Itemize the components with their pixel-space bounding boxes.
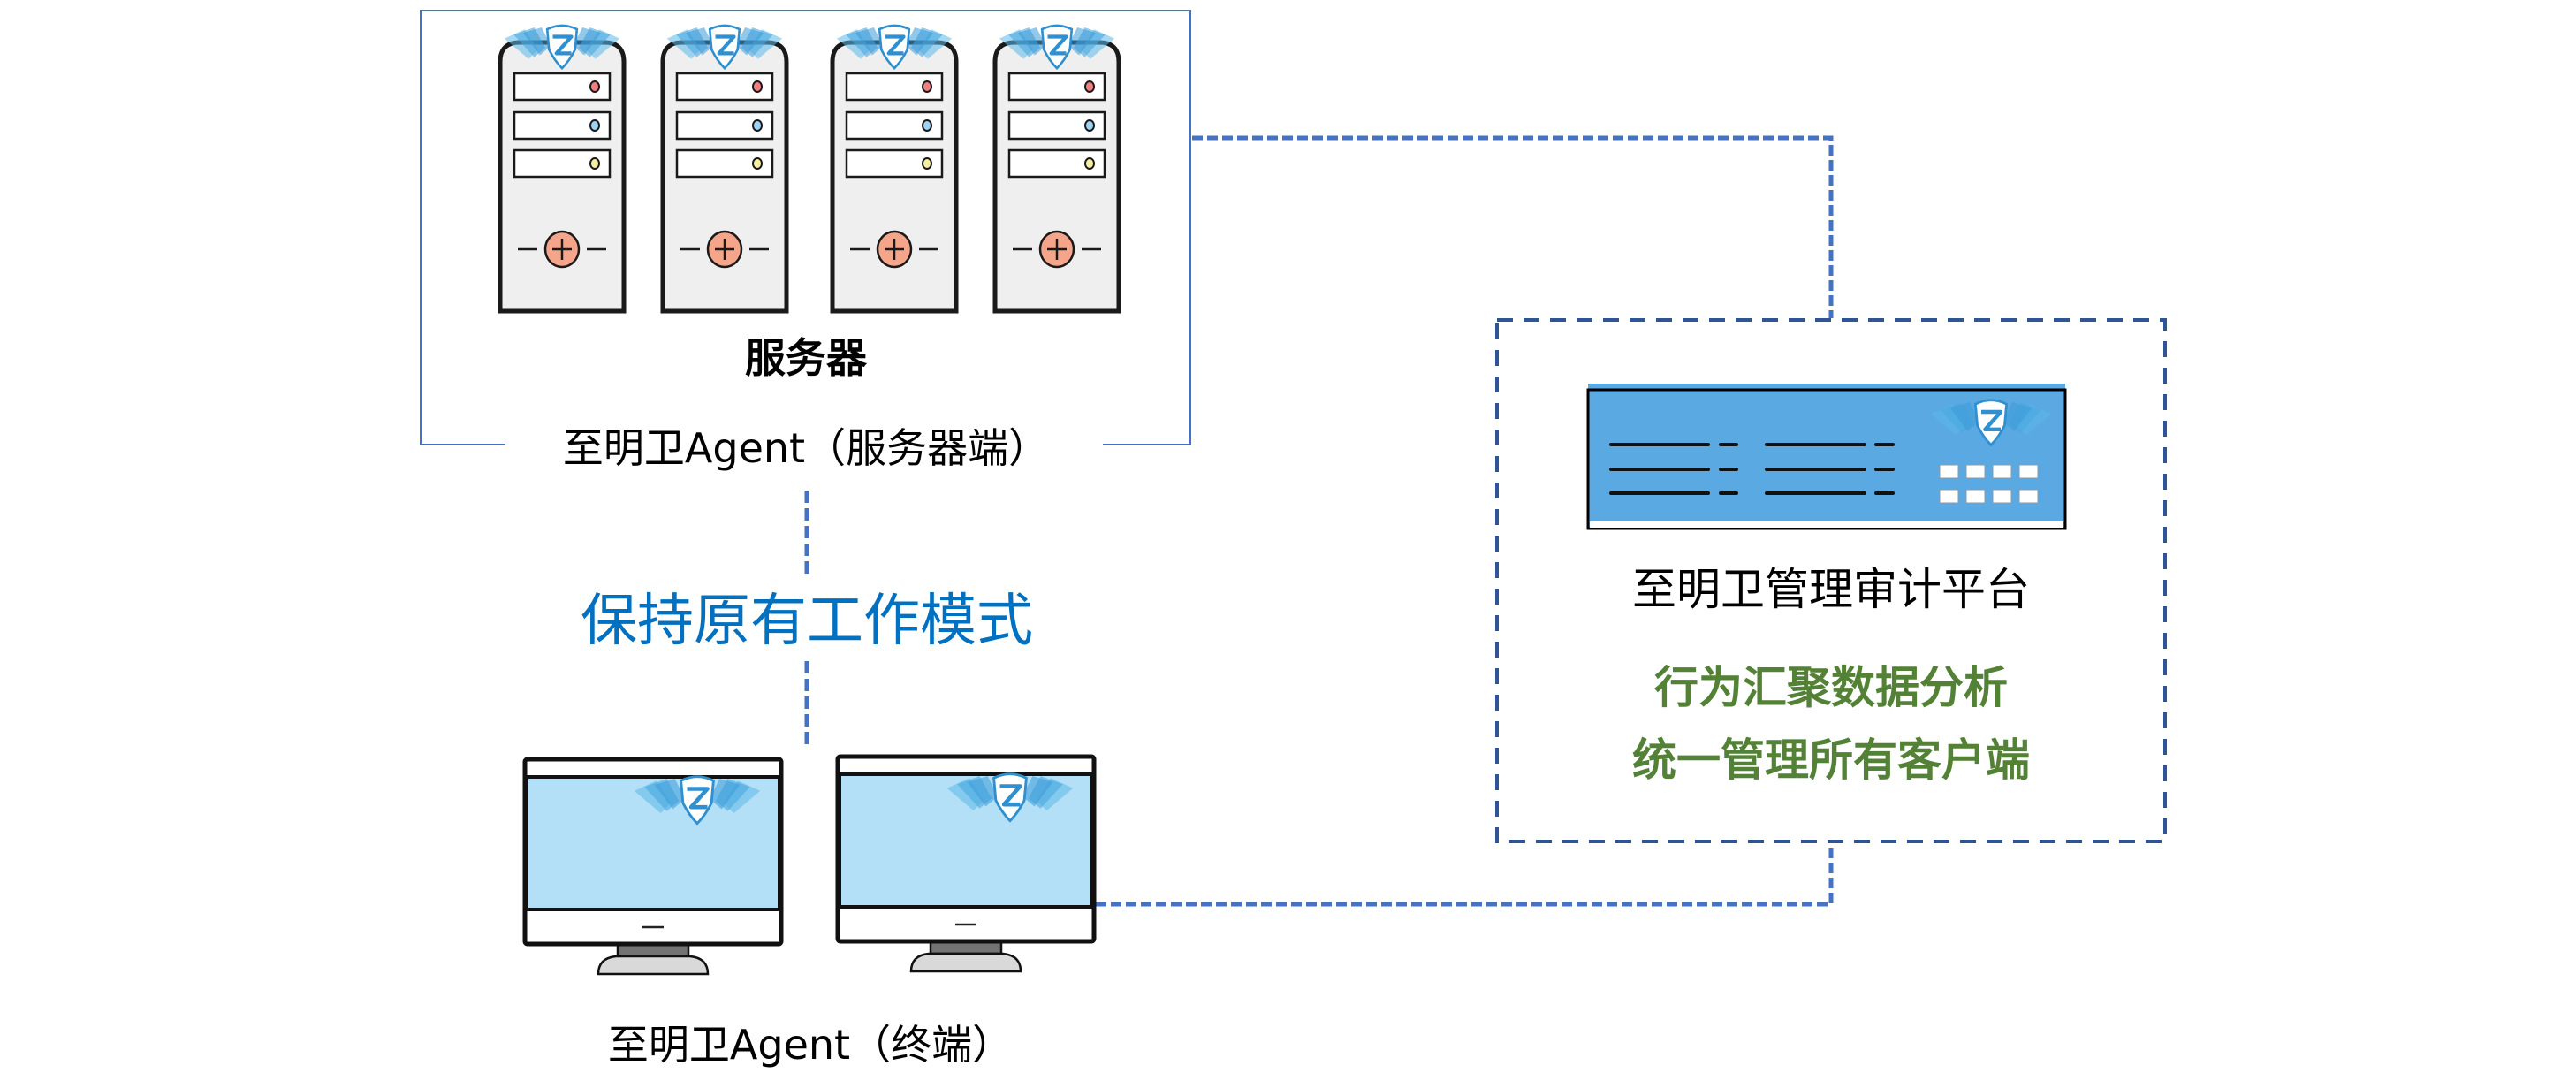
server-list bbox=[498, 26, 1121, 314]
status-led bbox=[752, 80, 763, 93]
status-led bbox=[922, 157, 932, 170]
monitor-base bbox=[597, 955, 710, 976]
platform-title: 至明卫管理审计平台 bbox=[1632, 564, 2030, 615]
drive-bay bbox=[675, 110, 774, 141]
status-led bbox=[922, 119, 932, 132]
monitor-icon bbox=[835, 754, 1097, 973]
platform-feature: 统一管理所有客户端 bbox=[1632, 734, 2030, 786]
status-led bbox=[1084, 80, 1095, 93]
port-icon bbox=[1965, 489, 1986, 504]
port-icon bbox=[1939, 464, 1959, 479]
status-led bbox=[752, 157, 763, 170]
server-tower-icon bbox=[498, 26, 627, 314]
server-agent-caption: 至明卫Agent（服务器端） bbox=[562, 424, 1050, 472]
port-icon bbox=[1992, 464, 2012, 479]
server-group-border bbox=[420, 10, 1191, 445]
port-icon bbox=[2018, 489, 2039, 504]
status-led bbox=[752, 119, 763, 132]
status-led bbox=[1084, 157, 1095, 170]
port-icon bbox=[1992, 489, 2012, 504]
status-led bbox=[922, 80, 932, 93]
server-tower-icon bbox=[992, 26, 1121, 314]
appliance-icon bbox=[1586, 384, 2067, 530]
monitor-icon bbox=[522, 757, 784, 976]
connector-terminal-platform bbox=[1096, 843, 1834, 907]
status-led bbox=[589, 119, 600, 132]
platform-feature: 行为汇聚数据分析 bbox=[1654, 662, 2008, 713]
monitor-base bbox=[909, 952, 1022, 973]
mode-label: 保持原有工作模式 bbox=[581, 589, 1033, 654]
server-group-title: 服务器 bbox=[745, 334, 867, 382]
platform-group-border bbox=[1495, 318, 2167, 843]
status-led bbox=[589, 157, 600, 170]
server-tower-icon bbox=[660, 26, 789, 314]
port-icon bbox=[1939, 489, 1959, 504]
terminal-agent-caption: 至明卫Agent（终端） bbox=[607, 1021, 1014, 1069]
status-led bbox=[589, 80, 600, 93]
monitor-list bbox=[522, 754, 1097, 976]
server-tower-icon bbox=[830, 26, 959, 314]
status-led bbox=[1084, 119, 1095, 132]
port-icon bbox=[2018, 464, 2039, 479]
port-icon bbox=[1965, 464, 1986, 479]
connector-server-platform bbox=[1192, 135, 1834, 318]
